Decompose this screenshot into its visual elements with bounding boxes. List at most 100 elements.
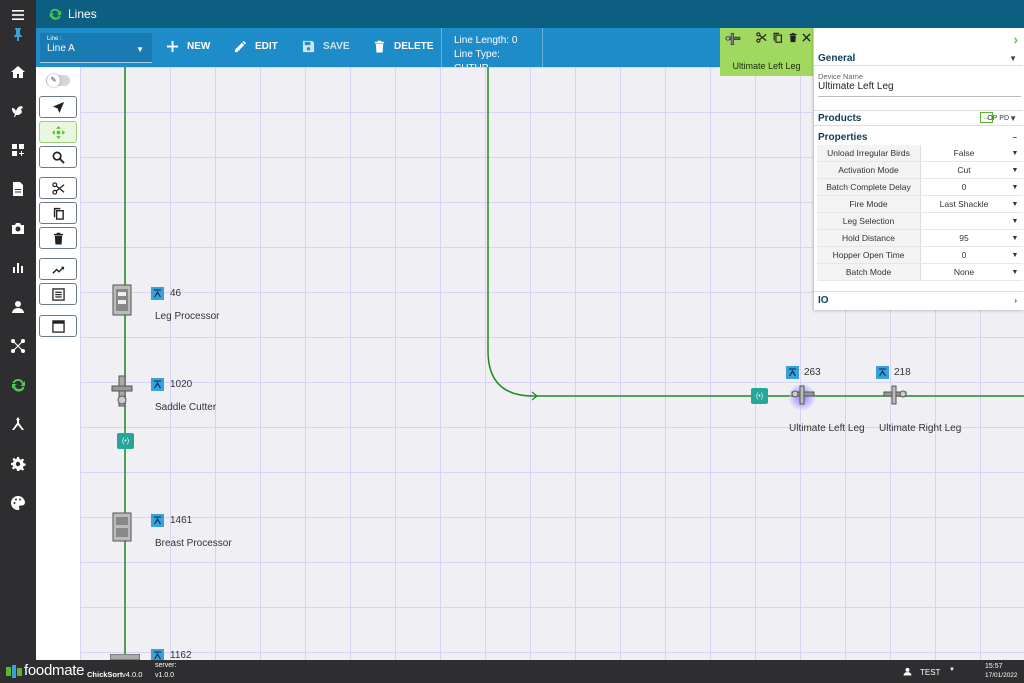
user-menu[interactable]: TEST ▼: [920, 667, 955, 677]
conveyor-line-main: [487, 67, 1024, 397]
device-number: 1162: [170, 650, 192, 660]
device-breast-processor[interactable]: 1461 Breast Processor: [110, 510, 270, 556]
delete-tool[interactable]: [39, 227, 77, 249]
device-1162[interactable]: 1162: [110, 646, 250, 660]
minus-icon: –: [1012, 132, 1017, 142]
conveyor-lines: [124, 67, 1024, 660]
device-saddle-cutter[interactable]: 1020 Saddle Cutter: [110, 374, 250, 420]
line-select-label: Line :: [47, 36, 62, 42]
chevron-right-icon: ›: [1014, 295, 1017, 305]
scissors-icon[interactable]: [756, 32, 767, 43]
home-icon[interactable]: [0, 57, 36, 87]
leg-cutter-icon: [791, 385, 815, 405]
properties-panel: › General▼ Device Name Ultimate Left Leg…: [813, 28, 1024, 310]
cutter-icon: [788, 368, 797, 377]
cutter-icon: [153, 516, 162, 525]
device-number: 263: [804, 367, 821, 378]
brand-name: foodmate: [24, 662, 85, 679]
window-tool[interactable]: [39, 315, 77, 337]
device-number: 218: [894, 367, 911, 378]
cutter-icon: [153, 289, 162, 298]
leg-cutter-icon: [883, 385, 907, 405]
move-tool[interactable]: [39, 121, 77, 143]
pin-icon[interactable]: [0, 24, 36, 44]
copy-icon[interactable]: [772, 32, 783, 43]
trend-tool[interactable]: [39, 258, 77, 280]
clock-date: 17/01/2022: [985, 672, 1018, 679]
device-name-field[interactable]: Ultimate Left Leg: [818, 81, 1021, 97]
device-number: 1461: [170, 515, 193, 526]
section-io[interactable]: IO›: [814, 291, 1023, 308]
device-type-badge: [151, 287, 164, 300]
device-type-badge: [876, 366, 889, 379]
app-header: Lines: [36, 0, 1024, 28]
new-button[interactable]: NEW: [166, 40, 210, 53]
trash-icon[interactable]: [788, 32, 798, 43]
chevron-down-icon: ▼: [949, 667, 955, 673]
cutter-icon: [878, 368, 887, 377]
line-select[interactable]: Line : Line A ▼: [40, 33, 152, 63]
device-ultimate-right-leg[interactable]: 218 Ultimate Right Leg: [876, 366, 976, 438]
cutter-icon: [153, 651, 162, 660]
products-tags: OP PD: [987, 114, 1009, 122]
cutter-machine-icon: [111, 375, 133, 407]
grid-tool[interactable]: [39, 283, 77, 305]
copy-tool[interactable]: [39, 202, 77, 224]
bar-chart-icon[interactable]: [0, 252, 36, 282]
chevron-down-icon: ▼: [1009, 113, 1017, 123]
chicken-icon[interactable]: [0, 95, 36, 125]
dropdown-arrow-icon: ▼: [1011, 235, 1019, 242]
sensor-node[interactable]: (•): [751, 388, 768, 404]
pointer-icon: [52, 101, 64, 113]
gear-icon[interactable]: [0, 449, 36, 479]
trending-up-icon: [51, 266, 64, 274]
device-name: Breast Processor: [155, 538, 232, 549]
tools-icon[interactable]: [0, 409, 36, 439]
toggle-switch[interactable]: ✎: [46, 74, 70, 87]
close-icon[interactable]: [802, 33, 811, 42]
edit-button[interactable]: EDIT: [234, 40, 278, 53]
network-icon[interactable]: [0, 331, 36, 361]
dashboard-icon[interactable]: [0, 135, 36, 165]
page-title: Lines: [68, 7, 97, 21]
delete-button[interactable]: DELETE: [373, 40, 433, 53]
server-version: v1.0.0: [155, 672, 175, 679]
section-general[interactable]: General▼: [814, 52, 1023, 66]
lines-icon[interactable]: [0, 370, 36, 400]
left-nav: [0, 0, 36, 660]
trash-icon: [374, 40, 385, 53]
device-ultimate-left-leg[interactable]: 263 Ultimate Left Leg: [786, 366, 876, 438]
camera-icon[interactable]: [0, 213, 36, 243]
sensor-node[interactable]: (•): [117, 433, 134, 449]
report-icon[interactable]: [0, 174, 36, 204]
person-icon: [903, 667, 912, 676]
palette-icon[interactable]: [0, 488, 36, 518]
person-icon[interactable]: [0, 292, 36, 322]
device-type-badge: [151, 378, 164, 391]
zoom-tool[interactable]: [39, 146, 77, 168]
save-button[interactable]: SAVE: [302, 40, 350, 53]
save-icon: [302, 40, 315, 53]
section-products[interactable]: Products → OP PD ▼: [814, 110, 1023, 126]
device-number: 1020: [170, 379, 193, 390]
product-name: ChickSort: [87, 670, 123, 679]
device-type-badge: [786, 366, 799, 379]
menu-icon[interactable]: [0, 0, 36, 30]
chevron-right-icon[interactable]: ›: [1013, 32, 1018, 47]
section-properties[interactable]: Properties–: [818, 131, 1017, 143]
foodmate-logo-icon: [6, 665, 22, 678]
trash-icon: [53, 232, 63, 245]
line-info: Line Length: 0 Line Type: CUTUP: [441, 28, 543, 74]
property-row[interactable]: Leg Selection▼: [817, 213, 1023, 230]
device-leg-processor[interactable]: 46 Leg Processor: [110, 283, 250, 329]
cut-tool[interactable]: [39, 177, 77, 199]
processor-icon: [112, 284, 132, 316]
select-tool[interactable]: [39, 96, 77, 118]
